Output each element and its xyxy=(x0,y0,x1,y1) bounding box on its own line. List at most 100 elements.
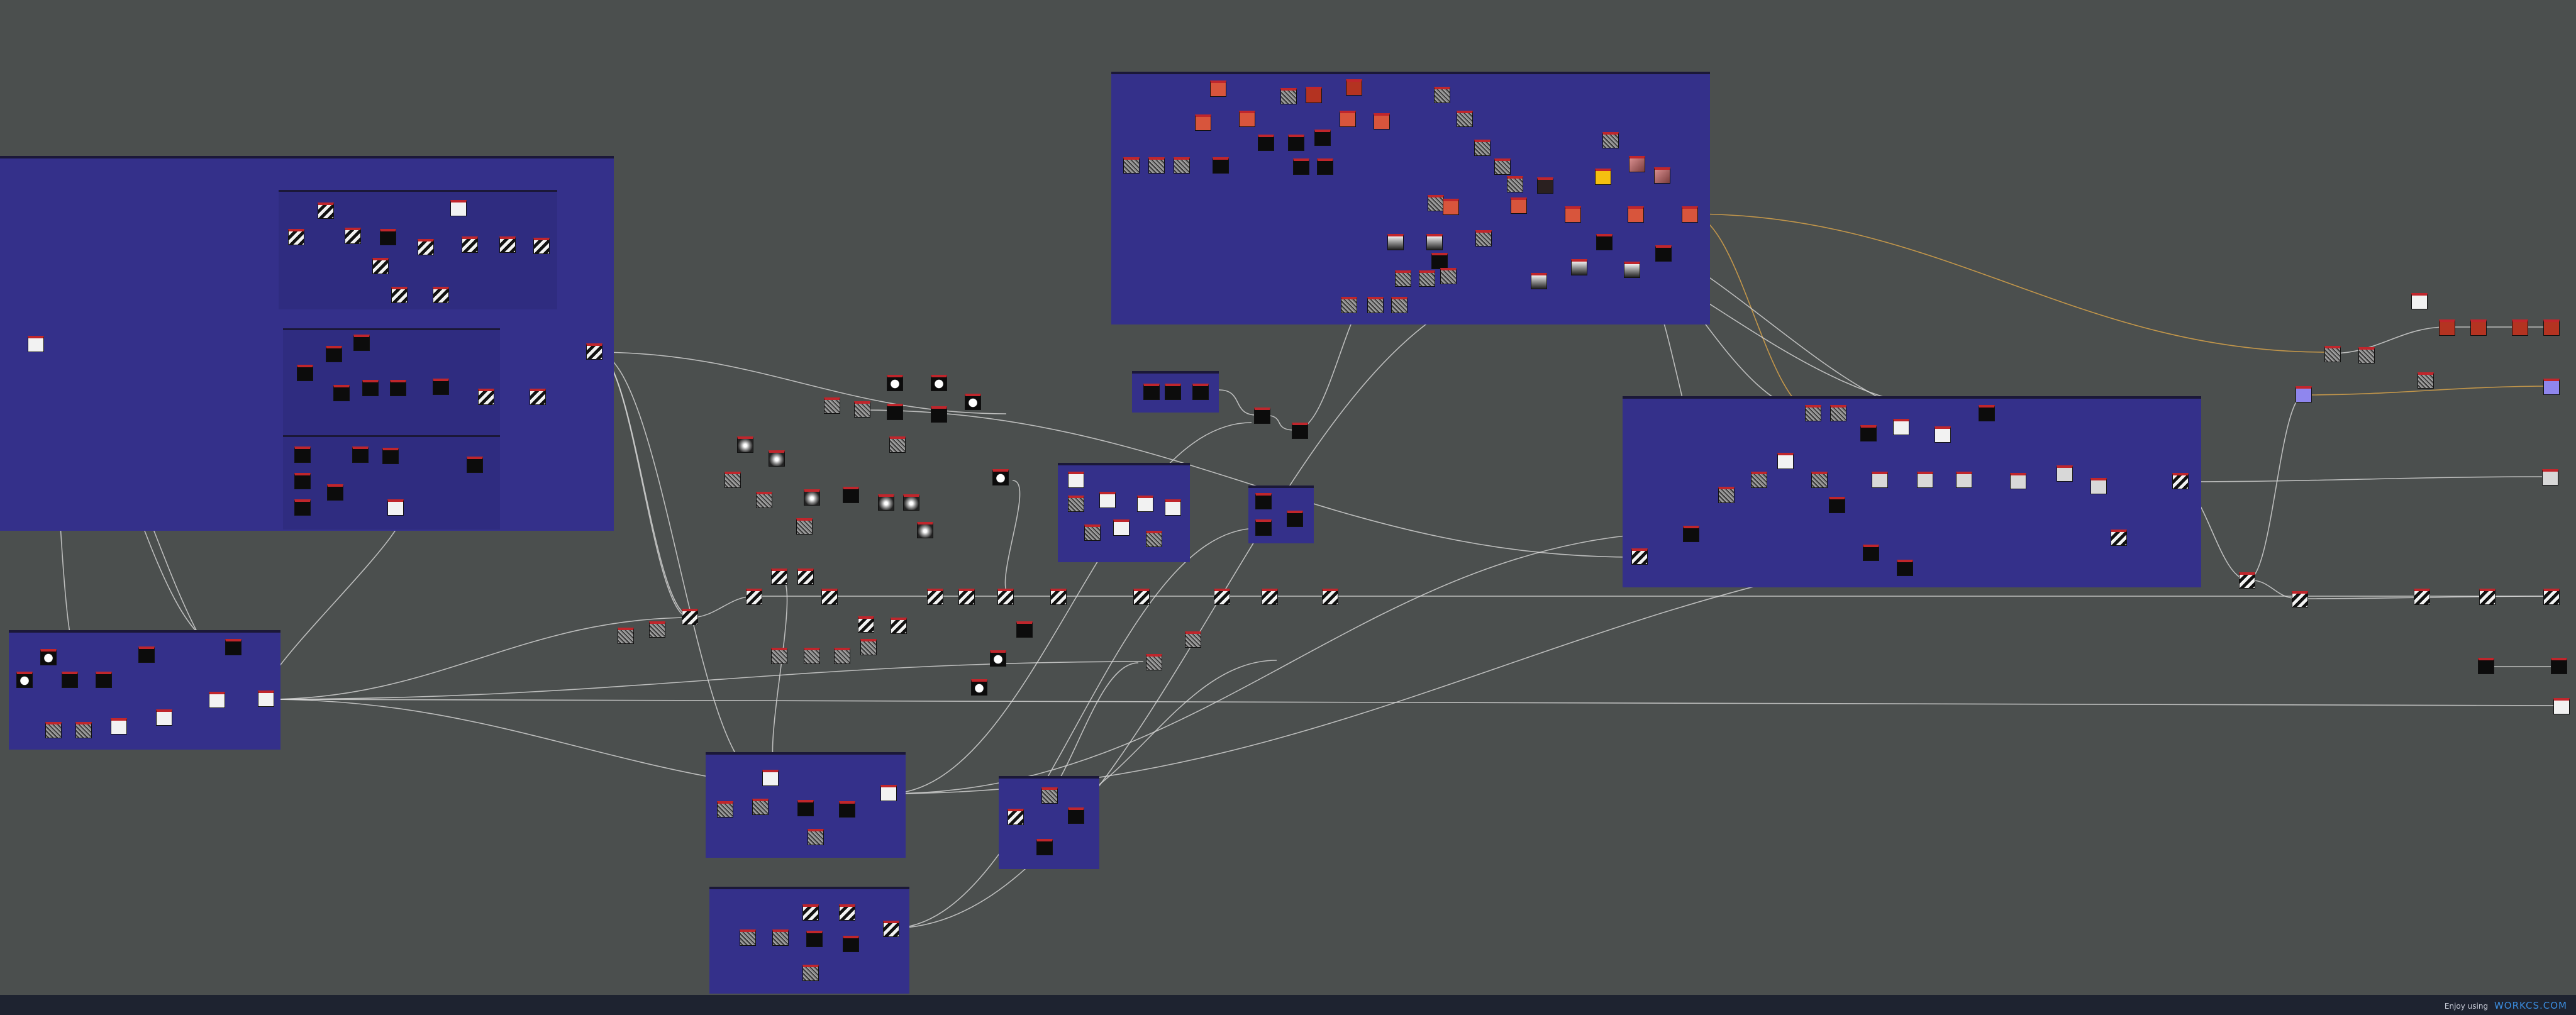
graph-node[interactable] xyxy=(1391,297,1407,313)
graph-node[interactable] xyxy=(931,375,947,391)
graph-node[interactable] xyxy=(1860,425,1877,441)
graph-node[interactable] xyxy=(387,499,404,516)
graph-node[interactable] xyxy=(1830,405,1846,421)
graph-node[interactable] xyxy=(28,336,44,352)
graph-node[interactable] xyxy=(462,236,478,253)
graph-node[interactable] xyxy=(1426,234,1443,250)
graph-node[interactable] xyxy=(138,646,155,663)
graph-node[interactable] xyxy=(717,801,733,818)
graph-node[interactable] xyxy=(797,800,814,816)
graph-node[interactable] xyxy=(2543,379,2560,395)
graph-node[interactable] xyxy=(96,672,112,688)
graph-node[interactable] xyxy=(16,672,33,688)
graph-node[interactable] xyxy=(2418,372,2434,389)
graph-node[interactable] xyxy=(2239,572,2255,589)
graph-node[interactable] xyxy=(1068,472,1084,488)
graph-node[interactable] xyxy=(927,589,943,605)
graph-node[interactable] xyxy=(2292,591,2308,607)
graph-node[interactable] xyxy=(797,569,814,585)
graph-node[interactable] xyxy=(1863,545,1879,561)
graph-node[interactable] xyxy=(992,469,1009,485)
graph-node[interactable] xyxy=(1440,268,1457,284)
graph-node[interactable] xyxy=(682,609,698,625)
graph-node[interactable] xyxy=(45,722,62,738)
graph-node[interactable] xyxy=(1374,113,1390,130)
graph-node[interactable] xyxy=(2542,469,2558,485)
graph-node[interactable] xyxy=(1565,206,1581,223)
graph-node[interactable] xyxy=(887,375,903,391)
graph-node[interactable] xyxy=(1068,807,1084,824)
graph-node[interactable] xyxy=(997,589,1014,605)
graph-node[interactable] xyxy=(1306,87,1322,103)
graph-node[interactable] xyxy=(433,379,449,395)
graph-node[interactable] xyxy=(1979,405,1995,421)
brand-link[interactable]: WORKCS.COM xyxy=(2494,1000,2567,1011)
graph-node[interactable] xyxy=(752,799,769,815)
graph-node[interactable] xyxy=(854,401,870,418)
graph-node[interactable] xyxy=(382,448,399,464)
graph-node[interactable] xyxy=(1213,157,1229,174)
graph-node[interactable] xyxy=(380,229,396,245)
graph-node[interactable] xyxy=(1872,472,1888,488)
graph-node[interactable] xyxy=(2551,658,2567,674)
graph-node[interactable] xyxy=(917,522,933,538)
graph-node[interactable] xyxy=(1629,156,1645,172)
graph-node[interactable] xyxy=(297,365,313,381)
graph-node[interactable] xyxy=(499,236,516,253)
graph-node[interactable] xyxy=(1255,519,1272,536)
graph-node[interactable] xyxy=(2358,347,2375,363)
graph-node[interactable] xyxy=(931,406,947,423)
graph-node[interactable] xyxy=(1036,839,1053,855)
graph-node[interactable] xyxy=(1956,472,1972,488)
graph-node[interactable] xyxy=(1595,169,1611,185)
graph-node[interactable] xyxy=(530,389,546,405)
graph-node[interactable] xyxy=(1777,453,1794,469)
graph-node[interactable] xyxy=(391,287,408,303)
graph-node[interactable] xyxy=(1751,472,1767,488)
graph-node[interactable] xyxy=(802,904,819,921)
graph-node[interactable] xyxy=(903,494,919,511)
graph-node[interactable] xyxy=(2172,473,2189,489)
graph-node[interactable] xyxy=(1457,111,1473,127)
graph-node[interactable] xyxy=(1322,589,1338,605)
graph-node[interactable] xyxy=(345,228,361,244)
graph-node[interactable] xyxy=(839,904,855,921)
graph-node[interactable] xyxy=(2414,589,2430,605)
graph-node[interactable] xyxy=(1165,499,1181,516)
graph-node[interactable] xyxy=(362,380,379,396)
graph-node[interactable] xyxy=(1292,423,1308,439)
graph-node[interactable] xyxy=(1341,297,1357,313)
graph-node[interactable] xyxy=(1419,270,1435,287)
graph-node[interactable] xyxy=(771,569,787,585)
graph-node[interactable] xyxy=(258,691,274,707)
graph-node[interactable] xyxy=(1628,206,1644,223)
graph-node[interactable] xyxy=(418,239,434,255)
graph-node[interactable] xyxy=(889,436,906,453)
graph-node[interactable] xyxy=(450,200,467,216)
graph-node[interactable] xyxy=(804,648,820,664)
graph-node[interactable] xyxy=(1655,245,1672,262)
graph-node[interactable] xyxy=(887,404,903,420)
graph-node[interactable] xyxy=(1537,177,1553,194)
graph-node[interactable] xyxy=(958,589,975,605)
graph-node[interactable] xyxy=(1631,548,1648,565)
graph-node[interactable] xyxy=(858,616,874,633)
graph-node[interactable] xyxy=(1185,631,1201,648)
graph-node[interactable] xyxy=(883,921,899,937)
graph-node[interactable] xyxy=(878,494,894,511)
graph-node[interactable] xyxy=(1571,259,1587,275)
graph-node[interactable] xyxy=(772,929,789,946)
graph-node[interactable] xyxy=(294,473,311,489)
graph-node[interactable] xyxy=(327,484,343,501)
graph-node[interactable] xyxy=(965,394,981,410)
graph-node[interactable] xyxy=(288,229,304,245)
graph-node[interactable] xyxy=(75,722,92,738)
graph-node[interactable] xyxy=(1917,472,1933,488)
graph-node[interactable] xyxy=(1099,492,1116,508)
graph-node[interactable] xyxy=(352,446,369,463)
graph-node[interactable] xyxy=(1395,270,1411,287)
graph-node[interactable] xyxy=(1137,496,1153,512)
graph-node[interactable] xyxy=(1387,234,1404,250)
graph-node[interactable] xyxy=(1346,79,1362,96)
graph-node[interactable] xyxy=(1624,262,1640,278)
